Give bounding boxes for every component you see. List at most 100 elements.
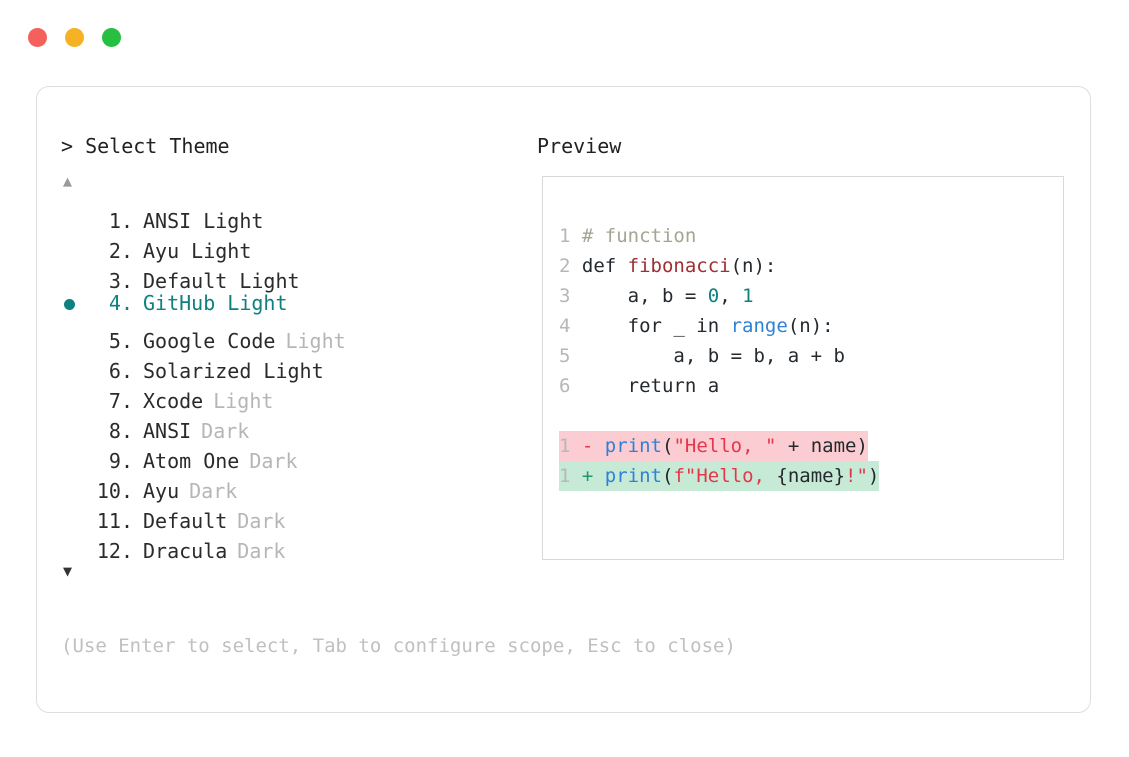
code-token: fibonacci [627,255,731,277]
theme-item-index: 5. [108,329,133,353]
theme-item-name: Default Light [143,269,300,293]
selection-bullet-cell [61,228,89,258]
code-token: + name) [776,435,868,457]
code-line: 6 return a [559,371,719,401]
diff-sign: - [581,435,605,457]
theme-item-variant-label: Dark [237,539,286,563]
diff-removed-line: 1 - print("Hello, " + name) [559,431,868,461]
code-token: {name} [776,465,846,487]
theme-item-name: Dracula [143,539,228,563]
theme-list-item[interactable]: 2.Ayu Light [61,228,521,263]
code-token: (n): [730,255,777,277]
theme-item-name: Xcode [143,389,204,413]
theme-item-name: GitHub Light [143,291,288,315]
code-token: 0 [707,285,720,307]
code-line: 3 a, b = 0, 1 [559,281,754,311]
selected-bullet-icon [64,299,75,310]
diff-sign: + [581,465,605,487]
line-number: 1 [559,465,582,487]
theme-item-name: Atom One [143,449,240,473]
code-token: def [581,255,628,277]
code-token: a, b = b, a + b [581,345,845,367]
theme-item-name: ANSI [143,419,192,443]
theme-item-index: 3. [108,269,133,293]
scroll-up-arrow-icon[interactable]: ▲ [63,172,73,190]
line-number: 5 [559,345,582,367]
theme-item-variant-label: Light [285,329,346,353]
theme-list-item[interactable]: 9. Atom One Dark [61,438,521,473]
theme-item-index: 10. [96,479,133,503]
code-line: 4 for _ in range(n): [559,311,834,341]
line-number: 2 [559,255,582,277]
line-number: 4 [559,315,582,337]
code-token: print [604,435,662,457]
code-token: ( [661,465,674,487]
theme-item-index: 11. [96,509,133,533]
theme-list-item[interactable]: 1.ANSI Light [61,198,521,233]
selection-bullet-cell [61,348,89,378]
line-number: 1 [559,435,582,457]
code-token: 1 [742,285,754,307]
keyboard-hint: (Use Enter to select, Tab to configure s… [61,635,736,657]
code-token: print [604,465,662,487]
theme-item-index: 7. [108,389,133,413]
code-line: 5 a, b = b, a + b [559,341,845,371]
code-token: for _ in [581,315,731,337]
theme-item-variant-label: Light [213,389,274,413]
scroll-down-arrow-icon[interactable]: ▼ [63,562,73,580]
diff-block: 1 - print("Hello, " + name)1 + print(f"H… [559,431,880,491]
selection-bullet-cell [61,290,89,320]
code-token: (n): [787,315,834,337]
select-theme-prompt: > Select Theme [61,134,230,158]
preview-title: Preview [537,134,622,158]
theme-item-name: Default [143,509,228,533]
selection-bullet-cell [61,528,89,558]
theme-list-item[interactable]: 4.GitHub Light [61,288,521,318]
code-line: 1 # function [559,221,696,251]
theme-item-name: Ayu Light [143,239,252,263]
diff-added-line: 1 + print(f"Hello, {name}!") [559,461,880,491]
theme-list-item[interactable]: 7. Xcode Light [61,378,521,413]
code-token: # function [581,225,697,247]
code-token: "Hello, " [673,435,777,457]
theme-item-variant-label: Dark [201,419,250,443]
theme-list-item[interactable]: 10. Ayu Dark [61,468,521,503]
theme-item-index: 1. [108,209,133,233]
close-button-icon[interactable] [28,28,47,47]
selection-bullet-cell [61,408,89,438]
theme-list-item[interactable]: 3. Default Light [61,258,521,293]
code-token: !" [845,465,868,487]
minimize-button-icon[interactable] [65,28,84,47]
code-token: a, b = [581,285,708,307]
selection-bullet-cell [61,258,89,288]
window-traffic-lights [28,28,121,47]
theme-item-variant-label: Dark [249,449,298,473]
selection-bullet-cell [61,498,89,528]
theme-item-variant-label: Dark [189,479,238,503]
theme-list-item[interactable]: 6. Solarized Light [61,348,521,383]
maximize-button-icon[interactable] [102,28,121,47]
code-token: ) [867,465,880,487]
theme-item-index: 6. [108,359,133,383]
line-number: 1 [559,225,582,247]
code-token: , [719,285,743,307]
selection-bullet-cell [61,468,89,498]
theme-item-name: Solarized Light [143,359,324,383]
code-token: f"Hello, [673,465,777,487]
code-token: ( [661,435,674,457]
code-line: 2 def fibonacci(n): [559,251,776,281]
theme-item-name: Ayu [143,479,180,503]
selection-bullet-cell [61,318,89,348]
theme-item-index: 9. [108,449,133,473]
line-number: 3 [559,285,582,307]
